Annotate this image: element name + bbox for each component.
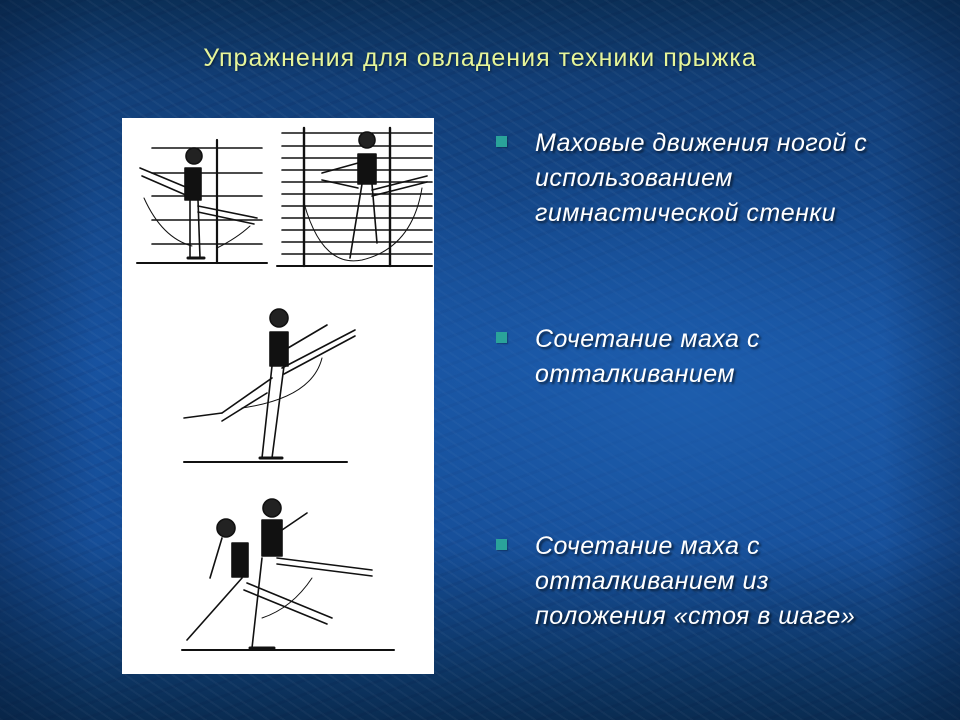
bullet-item-step-stance: Сочетание маха с отталкиванием из положе… (496, 529, 896, 634)
exercise-illustration (122, 118, 434, 674)
wall-exercise-front (136, 138, 268, 265)
step-stance-exercise (181, 498, 395, 651)
bullet-text: Сочетание маха с отталкиванием из положе… (535, 532, 856, 630)
wall-exercise-side (276, 126, 433, 268)
exercise-drawings (136, 126, 433, 651)
bullet-item-wall-swings: Маховые движения ногой с использованием … (496, 126, 896, 231)
square-bullet-icon (496, 136, 507, 147)
bullet-text: Маховые движения ногой с использованием … (535, 129, 868, 227)
bullet-text: Сочетание маха с отталкиванием (535, 325, 760, 388)
bullet-item-swing-pushoff: Сочетание маха с отталкиванием (496, 322, 896, 392)
square-bullet-icon (496, 332, 507, 343)
square-bullet-icon (496, 539, 507, 550)
slide-title: Упражнения для овладения техники прыжка (203, 44, 757, 72)
swing-pushoff-exercise (183, 308, 356, 463)
